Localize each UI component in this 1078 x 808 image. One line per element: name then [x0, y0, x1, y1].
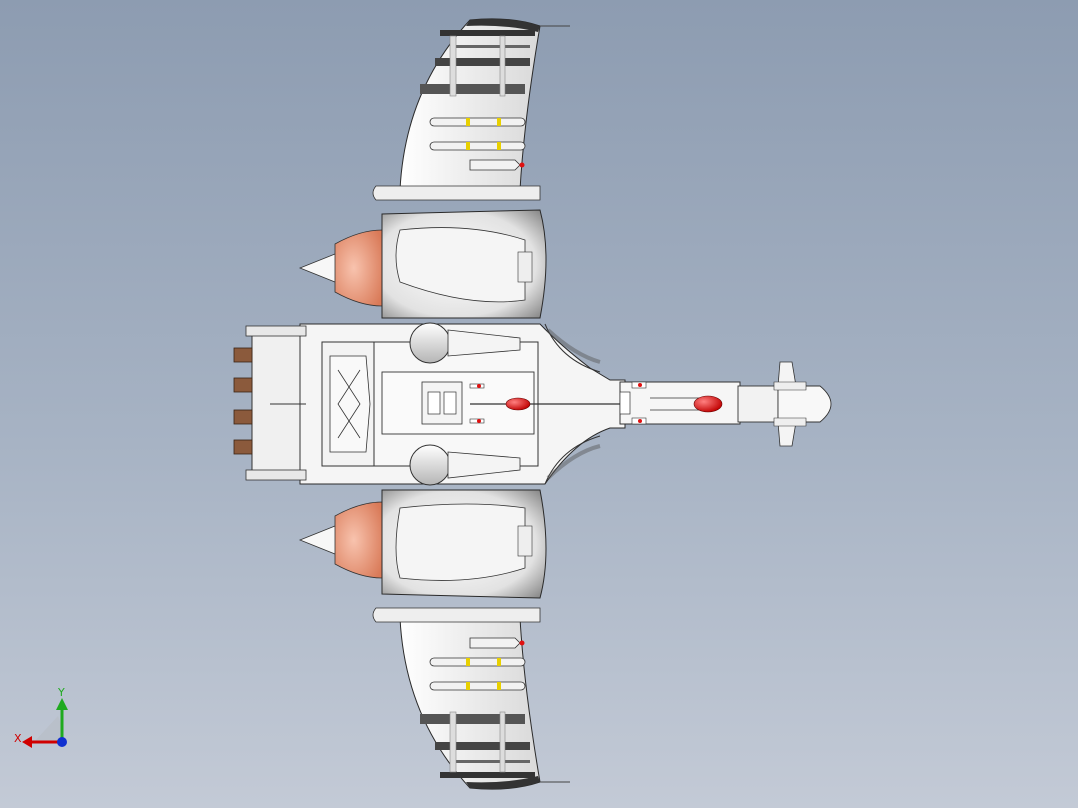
x-axis-label: X	[14, 732, 22, 745]
z-axis-dot	[57, 737, 67, 747]
exhaust-nozzles	[233, 347, 253, 455]
lower-wing	[372, 607, 570, 790]
lower-engine	[298, 489, 547, 599]
y-axis-label: Y	[58, 686, 65, 699]
intake-pods	[409, 322, 521, 486]
axis-triad: X Y	[12, 684, 82, 754]
fuselage	[245, 323, 626, 485]
upper-engine	[298, 209, 547, 319]
missile-rack	[429, 637, 526, 691]
missile-rack	[429, 117, 526, 171]
nose-boom	[619, 361, 832, 447]
axis-triad-graphic	[22, 698, 68, 748]
upper-wing	[372, 18, 570, 201]
